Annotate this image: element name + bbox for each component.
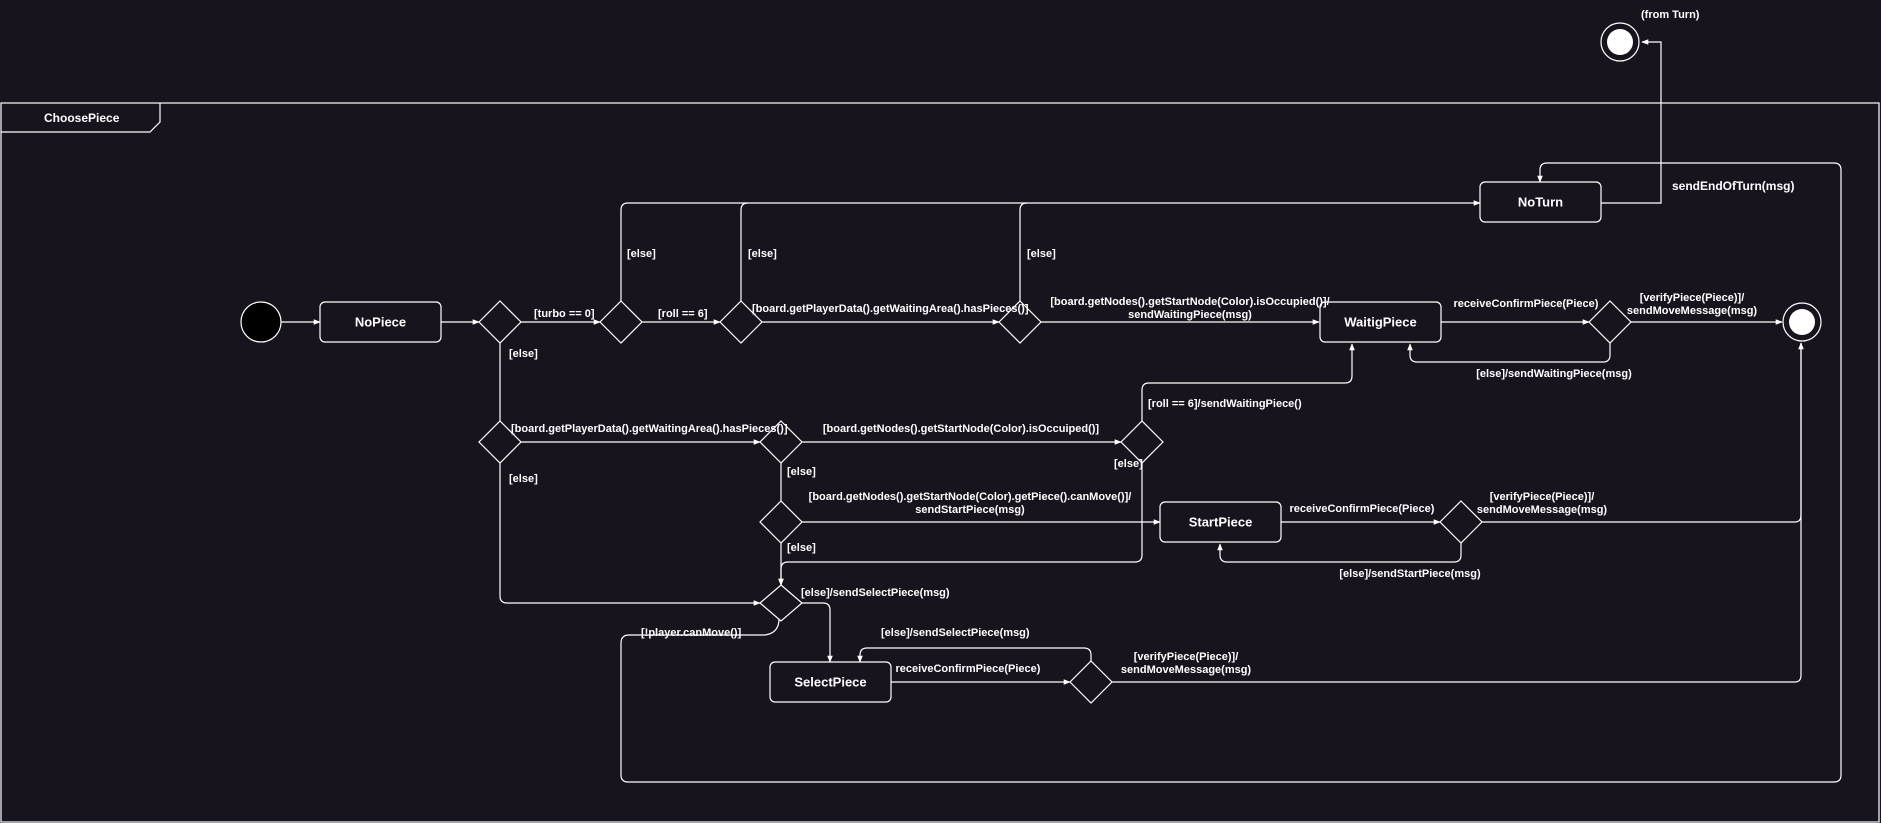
guard-label: [else] bbox=[1114, 458, 1143, 470]
guard-label: [turbo == 0] bbox=[534, 308, 595, 320]
action-label: sendMoveMessage(msg) bbox=[1121, 664, 1252, 676]
guard-label: [roll == 6] bbox=[658, 308, 708, 320]
state-label: NoPiece bbox=[355, 315, 406, 330]
guard-label: [else]/sendSelectPiece(msg) bbox=[801, 587, 950, 599]
guard-label: [board.getNodes().getStartNode(Color).is… bbox=[1050, 296, 1329, 308]
guard-label: [board.getPlayerData().getWaitingArea().… bbox=[752, 303, 1029, 315]
action-label: sendMoveMessage(msg) bbox=[1477, 504, 1608, 516]
event-label: receiveConfirmPiece(Piece) bbox=[1290, 503, 1435, 515]
guard-label: [verifyPiece(Piece)]/ bbox=[1640, 292, 1745, 304]
event-label: receiveConfirmPiece(Piece) bbox=[1454, 298, 1599, 310]
decision-node bbox=[1588, 300, 1632, 344]
state-label: WaitigPiece bbox=[1344, 315, 1416, 330]
action-label: sendEndOfTurn(msg) bbox=[1672, 179, 1794, 193]
guard-label: [else]/sendStartPiece(msg) bbox=[1339, 568, 1481, 580]
decision-node bbox=[1120, 420, 1164, 464]
guard-label: [verifyPiece(Piece)]/ bbox=[1134, 651, 1239, 663]
transitions bbox=[281, 39, 1842, 783]
decision-node bbox=[759, 500, 803, 544]
decision-node bbox=[719, 300, 763, 344]
from-turn-note: (from Turn) bbox=[1641, 9, 1700, 21]
decision-node bbox=[478, 420, 522, 464]
initial-node bbox=[240, 301, 282, 343]
guard-label: [else]/sendSelectPiece(msg) bbox=[881, 627, 1030, 639]
state-label: SelectPiece bbox=[794, 675, 866, 690]
action-label: sendMoveMessage(msg) bbox=[1627, 305, 1758, 317]
guard-label: [else] bbox=[509, 473, 538, 485]
action-label: sendWaitingPiece(msg) bbox=[1128, 309, 1252, 321]
state-no-turn: NoTurn bbox=[1479, 181, 1602, 223]
decision-node bbox=[1069, 660, 1113, 704]
guard-label: [else] bbox=[1027, 248, 1056, 260]
transition-labels: [turbo == 0] [roll == 6] [else] [else] [… bbox=[509, 179, 1794, 676]
guard-label: [roll == 6]/sendWaitingPiece() bbox=[1148, 398, 1302, 410]
frame-title: ChoosePiece bbox=[44, 111, 120, 125]
decision-node bbox=[998, 300, 1042, 344]
state-label: StartPiece bbox=[1189, 515, 1253, 530]
guard-label: [board.getNodes().getStartNode(Color).is… bbox=[823, 423, 1100, 435]
guard-label: [!player.canMove()] bbox=[641, 627, 742, 639]
guard-label: [board.getPlayerData().getWaitingArea().… bbox=[511, 423, 788, 435]
guard-label: [else] bbox=[748, 248, 777, 260]
guard-label: [else] bbox=[787, 542, 816, 554]
guard-label: [else] bbox=[509, 348, 538, 360]
state-select-piece: SelectPiece bbox=[769, 661, 892, 703]
guard-label: [board.getNodes().getStartNode(Color).ge… bbox=[809, 491, 1132, 503]
decision-node bbox=[1439, 500, 1483, 544]
choosepiece-frame: ChoosePiece bbox=[0, 102, 1880, 823]
guard-label: [verifyPiece(Piece)]/ bbox=[1490, 491, 1595, 503]
state-waiting-piece: WaitigPiece bbox=[1319, 301, 1442, 343]
decision-node bbox=[759, 584, 803, 622]
decision-node bbox=[478, 300, 522, 344]
guard-label: [else] bbox=[627, 248, 656, 260]
guard-label: [else]/sendWaitingPiece(msg) bbox=[1476, 368, 1632, 380]
state-start-piece: StartPiece bbox=[1159, 501, 1282, 543]
decision-node bbox=[759, 420, 803, 464]
decision-node bbox=[599, 300, 643, 344]
decision-nodes bbox=[478, 300, 1632, 704]
state-label: NoTurn bbox=[1518, 195, 1563, 210]
external-final-node bbox=[1600, 22, 1640, 62]
event-label: receiveConfirmPiece(Piece) bbox=[896, 663, 1041, 675]
state-no-piece: NoPiece bbox=[319, 301, 442, 343]
guard-label: [else] bbox=[787, 466, 816, 478]
final-node bbox=[1782, 302, 1822, 342]
action-label: sendStartPiece(msg) bbox=[915, 504, 1025, 516]
